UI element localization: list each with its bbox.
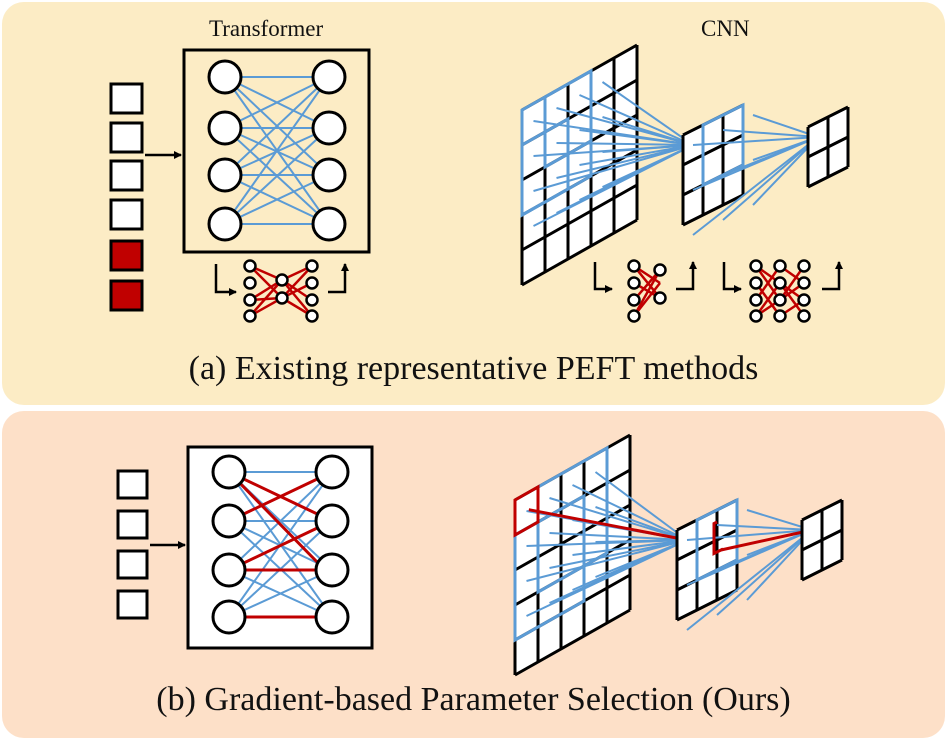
token-frozen xyxy=(116,469,149,500)
cnn-connections-1 xyxy=(533,81,694,227)
token-frozen xyxy=(116,589,149,620)
cnn-connections-2 xyxy=(692,114,819,236)
selected-parameters xyxy=(513,484,688,542)
panel-gps-ours: (b) Gradient-based Parameter Selection (… xyxy=(2,411,945,738)
transformer-neurons xyxy=(211,454,350,635)
selected-parameters xyxy=(712,520,813,556)
header-transformer: Transformer xyxy=(209,16,324,41)
transformer-connections xyxy=(224,76,330,225)
token-frozen xyxy=(116,509,149,540)
cnn-feature-receptive-field xyxy=(701,102,745,188)
cnn-b xyxy=(513,433,844,677)
adapter-module-cnn-1 xyxy=(593,259,697,323)
caption-b: (b) Gradient-based Parameter Selection (… xyxy=(156,681,791,718)
caption-a: (a) Existing representative PEFT methods xyxy=(188,350,759,387)
transformer-neurons xyxy=(207,59,347,242)
token-frozen xyxy=(109,121,144,154)
transformer-block-a xyxy=(182,48,371,254)
transformer-block-b xyxy=(186,445,374,650)
header-cnn: CNN xyxy=(701,16,750,41)
token-prompt xyxy=(109,279,144,312)
transformer-box xyxy=(182,48,371,254)
cnn-a xyxy=(520,43,850,287)
cnn-feature-map xyxy=(681,103,745,227)
cnn-receptive-field xyxy=(513,445,609,643)
cnn-feature-receptive-field xyxy=(695,497,739,583)
token-column-b xyxy=(116,469,149,620)
adapter-module-a xyxy=(214,259,349,323)
token-frozen xyxy=(109,82,144,115)
token-prompt xyxy=(109,239,144,272)
token-column-a xyxy=(109,82,144,312)
cnn-feature-map xyxy=(675,498,739,622)
cnn-receptive-field xyxy=(520,68,593,218)
cnn-output-grid xyxy=(800,498,844,582)
token-frozen xyxy=(116,549,149,580)
token-frozen xyxy=(109,198,144,231)
cnn-output-grid xyxy=(806,105,850,189)
adapter-module-cnn-2 xyxy=(722,259,843,323)
token-frozen xyxy=(109,159,144,192)
cnn-connections-2 xyxy=(686,509,813,631)
panel-existing-methods: Transformer CNN (a) Existing representat… xyxy=(2,2,945,405)
